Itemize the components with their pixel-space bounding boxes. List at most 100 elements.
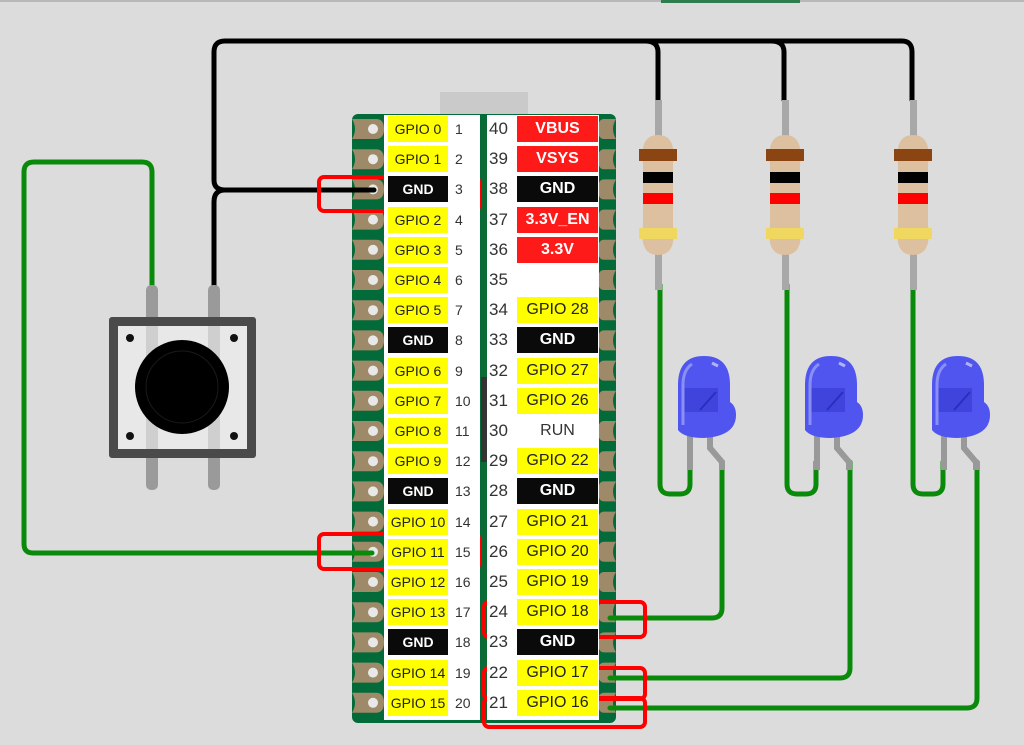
pin-number-left: 6 <box>455 272 463 288</box>
resistor-band <box>898 193 928 204</box>
pin-number-right: 38 <box>489 179 508 199</box>
pin-pad[interactable] <box>598 572 616 592</box>
pin-label-right: GND <box>517 327 598 354</box>
resistor[interactable] <box>766 100 804 290</box>
pin-label-left: GND <box>388 327 448 354</box>
resistor-band <box>643 193 673 204</box>
pin-pad[interactable] <box>598 541 616 562</box>
pin-label-left: GPIO 1 <box>388 146 448 173</box>
pin-label-left: GPIO 4 <box>388 267 448 293</box>
pin-hole <box>368 244 378 255</box>
pin-label-right: GPIO 27 <box>517 357 598 384</box>
led-blue[interactable] <box>678 356 736 470</box>
wire-gpio11-button <box>21 159 375 556</box>
pin-pad[interactable] <box>598 390 616 411</box>
pin-label-left: GPIO 9 <box>388 448 448 475</box>
pin-pad[interactable] <box>598 270 616 290</box>
led-blue[interactable] <box>805 356 863 470</box>
pin-pad[interactable] <box>598 300 616 321</box>
pin-hole <box>368 577 378 587</box>
pin-label-left: GPIO 3 <box>388 236 448 263</box>
pin-number-left: 7 <box>455 302 463 319</box>
pushbutton[interactable] <box>109 285 256 490</box>
pin-hole <box>368 305 378 316</box>
led-blue[interactable] <box>932 356 990 470</box>
board-chip-area <box>481 377 488 462</box>
resistor[interactable] <box>894 100 932 290</box>
pin-label-left: GPIO 12 <box>388 569 448 595</box>
wire-gpio16-led3 <box>607 459 980 711</box>
pin-pad[interactable] <box>598 179 616 200</box>
pin-pad[interactable] <box>598 360 616 381</box>
resistor-band <box>898 172 928 183</box>
pin-number-right: 37 <box>489 209 508 229</box>
pin-number-left: 1 <box>455 121 463 137</box>
pin-hole <box>368 214 378 225</box>
wire-r2-led2 <box>784 282 819 497</box>
led-anvil <box>699 391 717 411</box>
pin-label-right: GND <box>517 176 598 203</box>
pin-hole <box>368 697 378 708</box>
pin-number-right: 40 <box>489 119 508 138</box>
pin-label-right: GPIO 28 <box>517 297 598 324</box>
pin-number-right: 27 <box>489 511 508 531</box>
wire-r3-led3 <box>910 282 946 497</box>
resistor-band <box>766 149 804 161</box>
pin-label-right <box>517 267 598 293</box>
pin-number-left: 5 <box>455 241 463 258</box>
pin-pad[interactable] <box>598 239 616 260</box>
pin-label-right: GPIO 26 <box>517 387 598 414</box>
pin-pad[interactable] <box>598 119 616 139</box>
led-anode-lead <box>961 435 979 470</box>
pin-label-right: 3.3V <box>517 236 598 263</box>
left-pads <box>352 119 384 713</box>
pin-number-left: 14 <box>455 513 471 530</box>
led-anode-lead <box>834 435 852 470</box>
pin-hole <box>368 516 378 527</box>
pin-hole <box>368 667 378 678</box>
resistor-band <box>766 228 804 239</box>
resistor-band <box>643 172 673 183</box>
pushbutton-cap-ring <box>145 350 219 424</box>
wire-gnd-r1 <box>642 38 661 103</box>
pin-label-right: GPIO 18 <box>517 599 598 626</box>
pin-number-right: 30 <box>489 421 508 440</box>
pin-label-right: GPIO 16 <box>517 689 598 716</box>
resistor[interactable] <box>639 100 677 290</box>
pin-pad[interactable] <box>598 149 616 170</box>
active-tab-indicator[interactable] <box>661 0 800 3</box>
pin-number-right: 39 <box>489 149 508 169</box>
pin-label-left: GPIO 13 <box>388 599 448 626</box>
pin-hole <box>368 456 378 467</box>
resistor-band <box>894 149 932 161</box>
pin-hole <box>368 486 378 497</box>
pin-label-right: GPIO 17 <box>517 659 598 686</box>
pin-pad[interactable] <box>598 330 616 351</box>
pin-label-right: GPIO 21 <box>517 508 598 535</box>
pin-hole <box>368 395 378 406</box>
pushbutton-cap[interactable] <box>135 340 229 434</box>
gnd-wires <box>211 38 915 291</box>
pin-number-right: 21 <box>489 692 508 712</box>
pushbutton-dot <box>230 334 238 342</box>
pin-pad[interactable] <box>598 511 616 532</box>
wire-gpio17-led2 <box>607 459 853 681</box>
pin-number-right: 33 <box>489 330 508 350</box>
pin-number-left: 3 <box>455 181 463 198</box>
pin-number-left: 4 <box>455 211 463 228</box>
pin-number-left: 19 <box>455 664 471 681</box>
resistor-band <box>639 149 677 161</box>
pin-pad[interactable] <box>598 451 616 472</box>
pin-pad[interactable] <box>598 481 616 502</box>
pin-number-right: 32 <box>489 360 508 380</box>
pin-pad[interactable] <box>598 421 616 441</box>
pin-pad[interactable] <box>598 209 616 230</box>
pin-label-left: GPIO 0 <box>388 116 448 142</box>
pin-number-right: 31 <box>489 390 508 410</box>
pin-number-left: 8 <box>455 332 463 349</box>
pin-label-left: GPIO 14 <box>388 659 448 686</box>
wire-gpio18-led1 <box>607 459 725 621</box>
pin-number-left: 10 <box>455 392 471 409</box>
led-shine <box>965 361 973 368</box>
pin-label-right: GPIO 22 <box>517 448 598 475</box>
